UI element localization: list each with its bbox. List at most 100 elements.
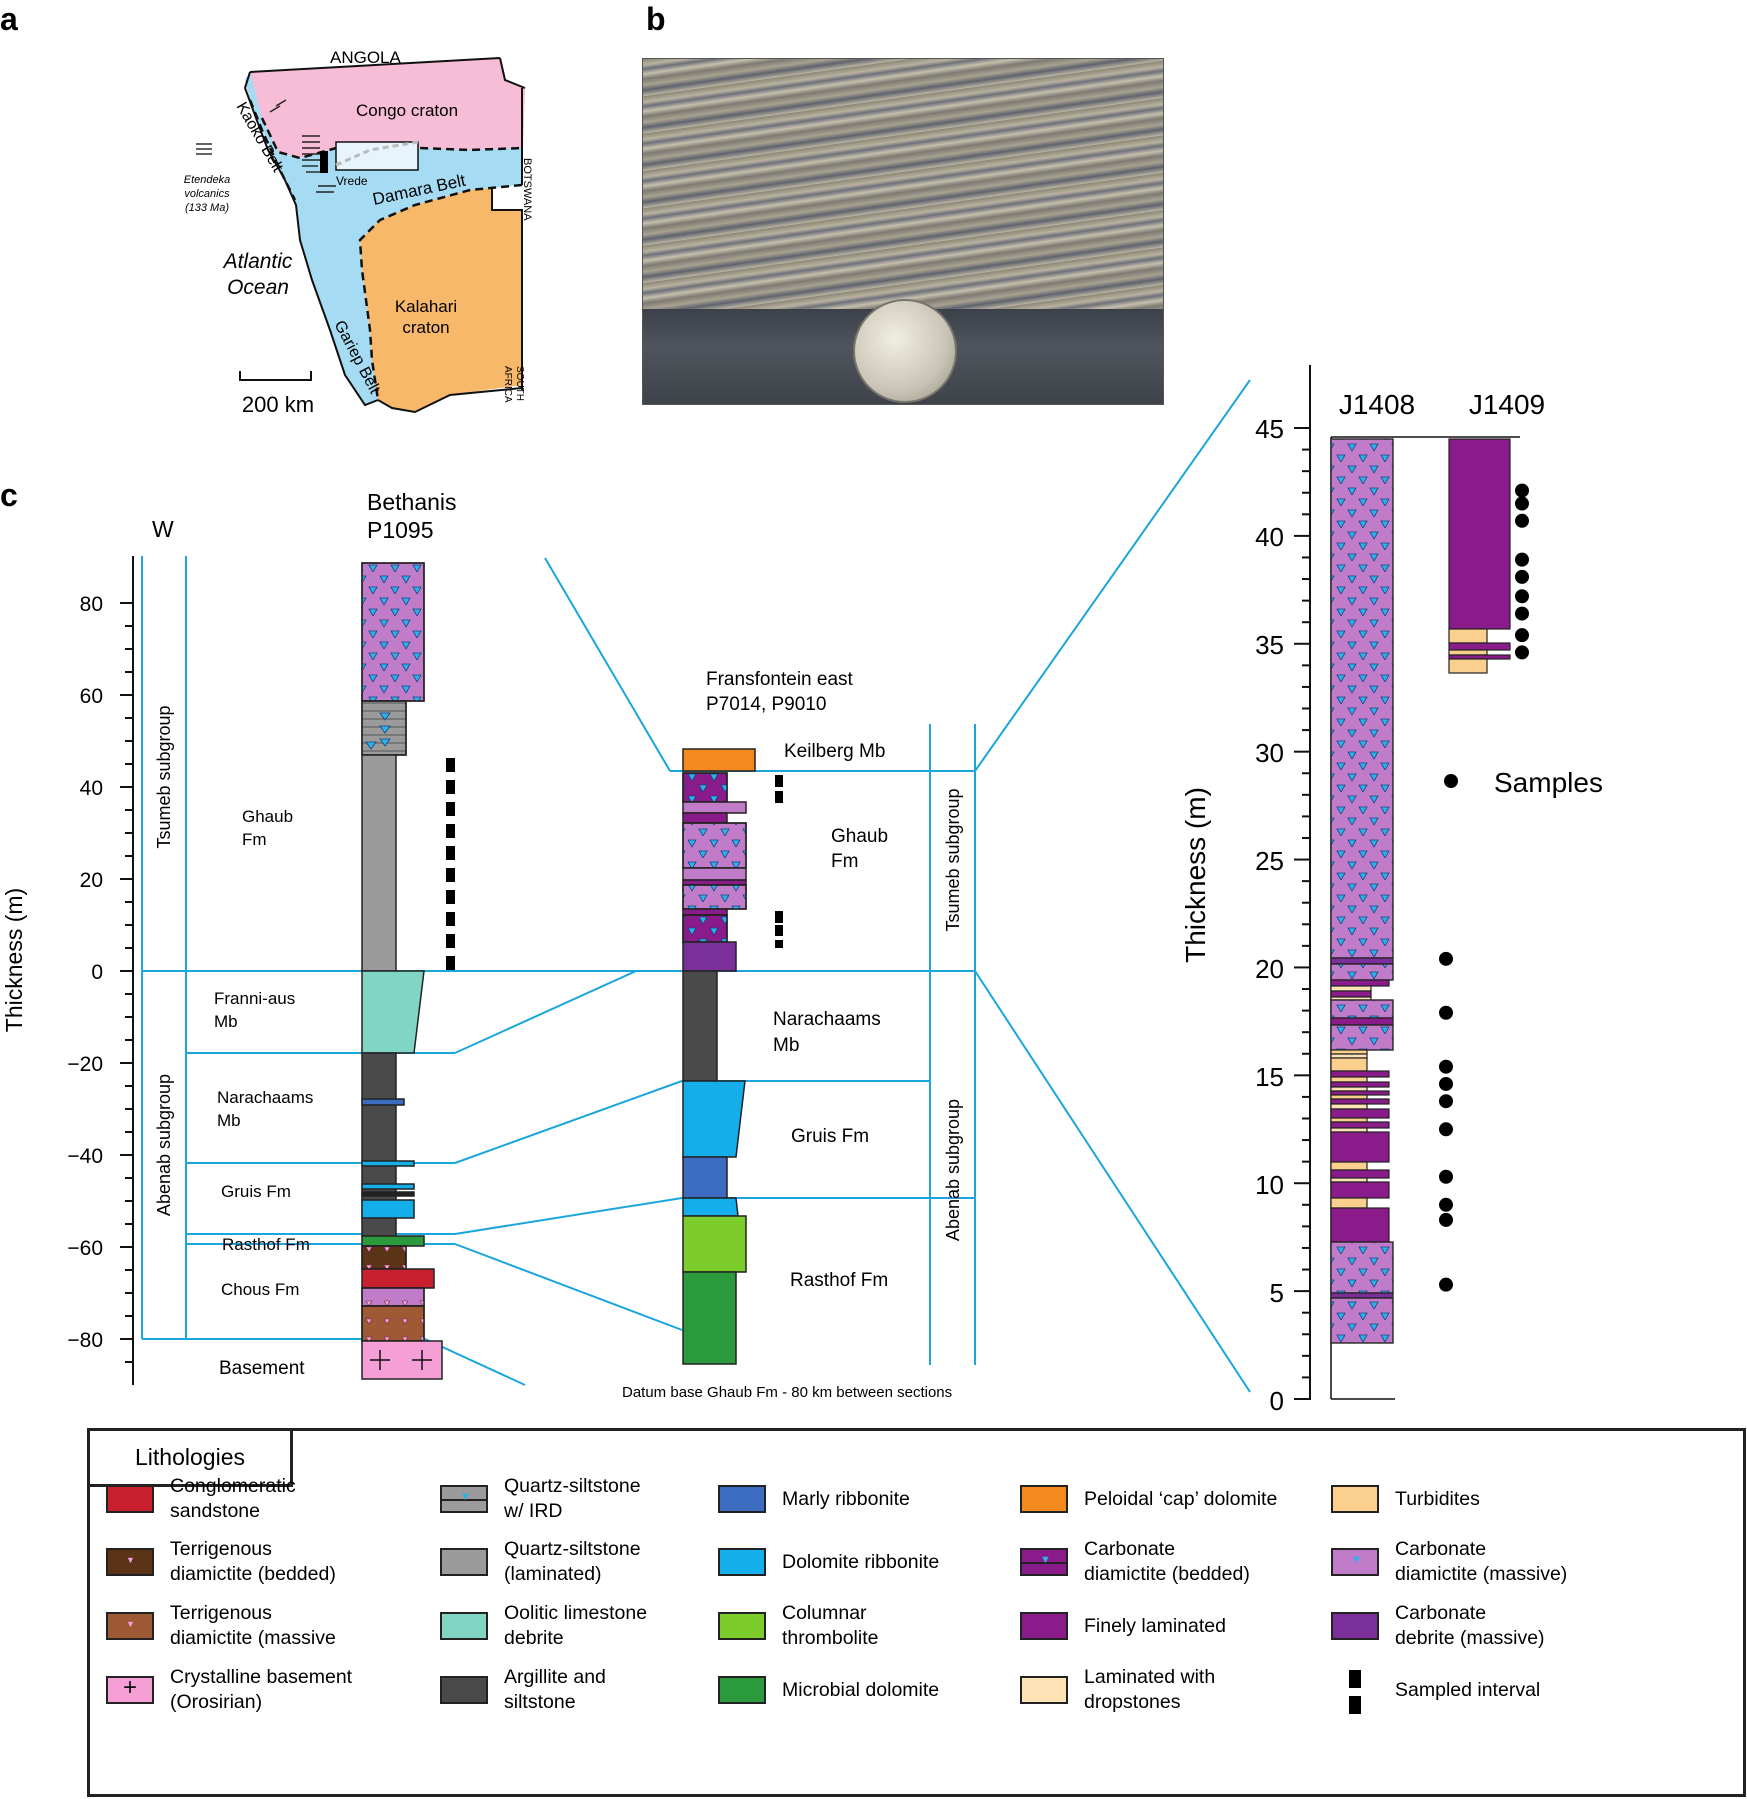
inset-tick-label: 5: [1270, 1278, 1284, 1308]
quartz-siltstone-laminated-unit: [361, 754, 397, 972]
legend-label: Carbonate diamictite (massive): [1395, 1538, 1568, 1585]
figure-canvas: a b c ANGOLA Congo craton Kaoko Belt Vre…: [0, 1, 1603, 1416]
triangle-icon: ▼: [1040, 1554, 1051, 1566]
bethanis-column: [361, 562, 443, 1380]
scale-bar: [239, 371, 312, 381]
sample-dot: [1515, 606, 1529, 621]
left-narachaams-2: Mb: [217, 1111, 241, 1130]
correlation-panel: 80 60 40 20 0 −20 −40 −60 −80 Thickness …: [1, 379, 1251, 1401]
legend-label: Conglomeratic sandstone: [170, 1475, 296, 1522]
left-subgroup-lines: [141, 556, 187, 1340]
label-angola: ANGOLA: [330, 48, 402, 67]
carbonate-diamictite-massive-pattern: [361, 562, 425, 702]
kalahari-boundary-dashed: [358, 183, 523, 401]
triangle-icon: ▼: [460, 1491, 471, 1503]
scale-label: 200 km: [242, 392, 314, 417]
y-tick-label: 40: [80, 777, 103, 800]
label-w: W: [152, 516, 174, 542]
legend-item: Argillite and siltstone: [440, 1662, 606, 1718]
left-basement: Basement: [219, 1358, 305, 1379]
legend-swatch: [1020, 1676, 1068, 1704]
legend-item: Microbial dolomite: [718, 1662, 939, 1718]
left-franni-2: Mb: [214, 1012, 238, 1031]
abenab-subgroup-right: Abenab subgroup: [943, 1099, 963, 1241]
tsumeb-subgroup-right: Tsumeb subgroup: [943, 788, 963, 931]
fransfontein-sampled-interval: [775, 775, 783, 948]
congo-craton-region: [250, 58, 525, 158]
sample-dot: [1439, 951, 1453, 966]
legend-label: Oolitic limestone debrite: [504, 1602, 648, 1649]
legend-item: ▼ Carbonate diamictite (bedded): [1020, 1534, 1250, 1590]
right-gruis: Gruis Fm: [791, 1126, 869, 1147]
legend-item: Finely laminated: [1020, 1598, 1226, 1654]
y-tick-labels: 80 60 40 20 0 −20 −40 −60 −80: [67, 593, 103, 1352]
right-keilberg: Keilberg Mb: [784, 741, 885, 762]
legend-label: Carbonate debrite (massive): [1395, 1602, 1545, 1649]
label-atlantic-1: Atlantic: [222, 250, 293, 273]
y-axis-ticks: [120, 602, 133, 1363]
legend-label: Terrigenous diamictite (massive: [170, 1602, 336, 1649]
legend-label: Microbial dolomite: [782, 1678, 940, 1701]
triangle-icon: ▼: [126, 1619, 135, 1629]
legend-item: Dolomite ribbonite: [718, 1534, 939, 1590]
y-tick-label: −20: [67, 1053, 103, 1076]
panel-label-c: c: [0, 477, 18, 513]
legend-label: Terrigenous diamictite (bedded): [170, 1538, 336, 1585]
inset-panel: 45 40 35 30 25 20 15 10 5 0 Thickness (m…: [1180, 365, 1603, 1416]
legend-label: Argillite and siltstone: [504, 1666, 606, 1713]
legend-swatch: ▼: [106, 1548, 154, 1576]
label-atlantic-2: Ocean: [227, 276, 289, 299]
plus-icon: +: [123, 1674, 138, 1701]
y-axis-label: Thickness (m): [1, 888, 27, 1032]
label-kalahari-2: craton: [402, 318, 449, 337]
sample-dot: [1515, 645, 1529, 660]
legend-label: Quartz-siltstone (laminated): [504, 1538, 641, 1585]
left-rasthof: Rasthof Fm: [222, 1235, 310, 1254]
study-area-box: [335, 141, 419, 171]
abenab-subgroup-left: Abenab subgroup: [154, 1074, 174, 1216]
legend-swatch: +: [106, 1676, 154, 1704]
inset-tick-label: 35: [1255, 630, 1284, 660]
right-ghaub-2: Fm: [831, 851, 858, 872]
right-unit-labels: Keilberg Mb Ghaub Fm Narachaams Mb Gruis…: [773, 741, 888, 1291]
left-franni-1: Franni-aus: [214, 989, 295, 1008]
bethanis-title-2: P1095: [367, 517, 434, 543]
sample-dot: [1439, 1277, 1453, 1292]
inset-tick-labels: 45 40 35 30 25 20 15 10 5 0: [1255, 414, 1284, 1416]
legend-label: Peloidal ‘cap’ dolomite: [1084, 1487, 1278, 1510]
triangle-icon: ▼: [1351, 1554, 1362, 1566]
label-congo-craton: Congo craton: [356, 101, 458, 120]
legend-label: Quartz-siltstone w/ IRD: [504, 1475, 641, 1522]
label-south-africa-1: SOUTH: [514, 366, 525, 401]
oolitic-limestone-unit: [361, 970, 425, 1054]
legend-title: Lithologies: [90, 1431, 293, 1487]
panel-label-a: a: [0, 1, 18, 37]
legend-item: Quartz-siltstone (laminated): [440, 1534, 641, 1590]
kalahari-craton-region: [360, 188, 522, 412]
legend-label: Carbonate diamictite (bedded): [1084, 1538, 1250, 1585]
sample-dot: [1439, 1212, 1453, 1227]
fransfontein-title-2: P7014, P9010: [706, 694, 826, 715]
damara-belt-region: [245, 72, 523, 405]
label-south-africa-2: AFRICA: [502, 366, 513, 403]
vrede-marker: [320, 151, 328, 173]
legend-label: Turbidites: [1395, 1487, 1480, 1510]
y-tick-label: 20: [80, 869, 103, 892]
dash-mark: [1349, 1696, 1361, 1714]
label-vrede: Vrede: [336, 174, 368, 188]
sample-dot: [1439, 1122, 1453, 1137]
inset-tick-label: 25: [1255, 846, 1284, 876]
legend-item: Sampled interval: [1331, 1662, 1540, 1718]
sample-dot: [1515, 513, 1529, 528]
bethanis-sampled-interval: [446, 758, 455, 970]
samples-legend-dot: [1444, 774, 1458, 788]
inset-y-axis-label: Thickness (m): [1180, 787, 1211, 963]
scale-coin: [853, 299, 957, 403]
sample-dot: [1515, 496, 1529, 511]
legend-item: Peloidal ‘cap’ dolomite: [1020, 1471, 1277, 1527]
label-etendeka-2: volcanics: [184, 188, 230, 200]
legend-swatch: [718, 1485, 766, 1513]
j1408-column: [1330, 438, 1394, 1344]
datum-note: Datum base Ghaub Fm - 80 km between sect…: [622, 1384, 952, 1401]
sample-dot: [1439, 1005, 1453, 1020]
